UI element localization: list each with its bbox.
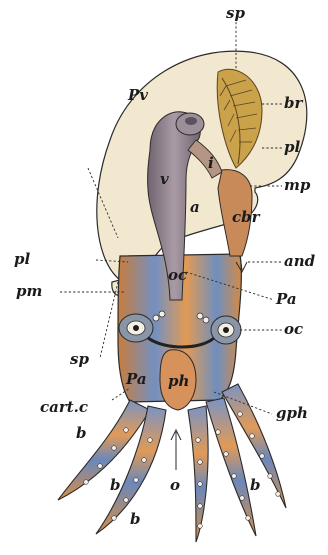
label-cbr: cbr: [232, 208, 261, 226]
label-a: a: [190, 198, 200, 216]
label-b-2: b: [110, 476, 121, 494]
label-i: i: [208, 154, 214, 172]
label-sp-left: sp: [70, 350, 89, 368]
label-pl-left: pl: [14, 250, 30, 268]
label-b-3: b: [250, 476, 261, 494]
right-eye: [211, 316, 241, 344]
label-ph: ph: [168, 372, 189, 390]
label-gph: gph: [276, 404, 308, 422]
arm-3: [188, 406, 208, 542]
visceral-knob-inner: [185, 117, 197, 125]
label-oc-right: oc: [284, 320, 303, 338]
label-sp-top: sp: [226, 4, 245, 22]
label-Pv: Pv: [127, 86, 148, 104]
left-eye: [119, 314, 153, 342]
label-Pa-center: Pa: [125, 370, 147, 388]
label-pl-right: pl: [284, 138, 300, 156]
label-mp: mp: [284, 176, 311, 194]
label-b-4: b: [130, 510, 141, 528]
label-and: and: [284, 252, 316, 270]
label-v: v: [160, 170, 169, 188]
label-Pa-right: Pa: [275, 290, 297, 308]
label-pm: pm: [16, 282, 42, 300]
label-cart-c: cart.c: [40, 398, 88, 416]
label-b-1: b: [76, 424, 87, 442]
label-oc-center: oc: [168, 266, 187, 284]
label-br: br: [284, 94, 303, 112]
label-o: o: [170, 476, 180, 494]
